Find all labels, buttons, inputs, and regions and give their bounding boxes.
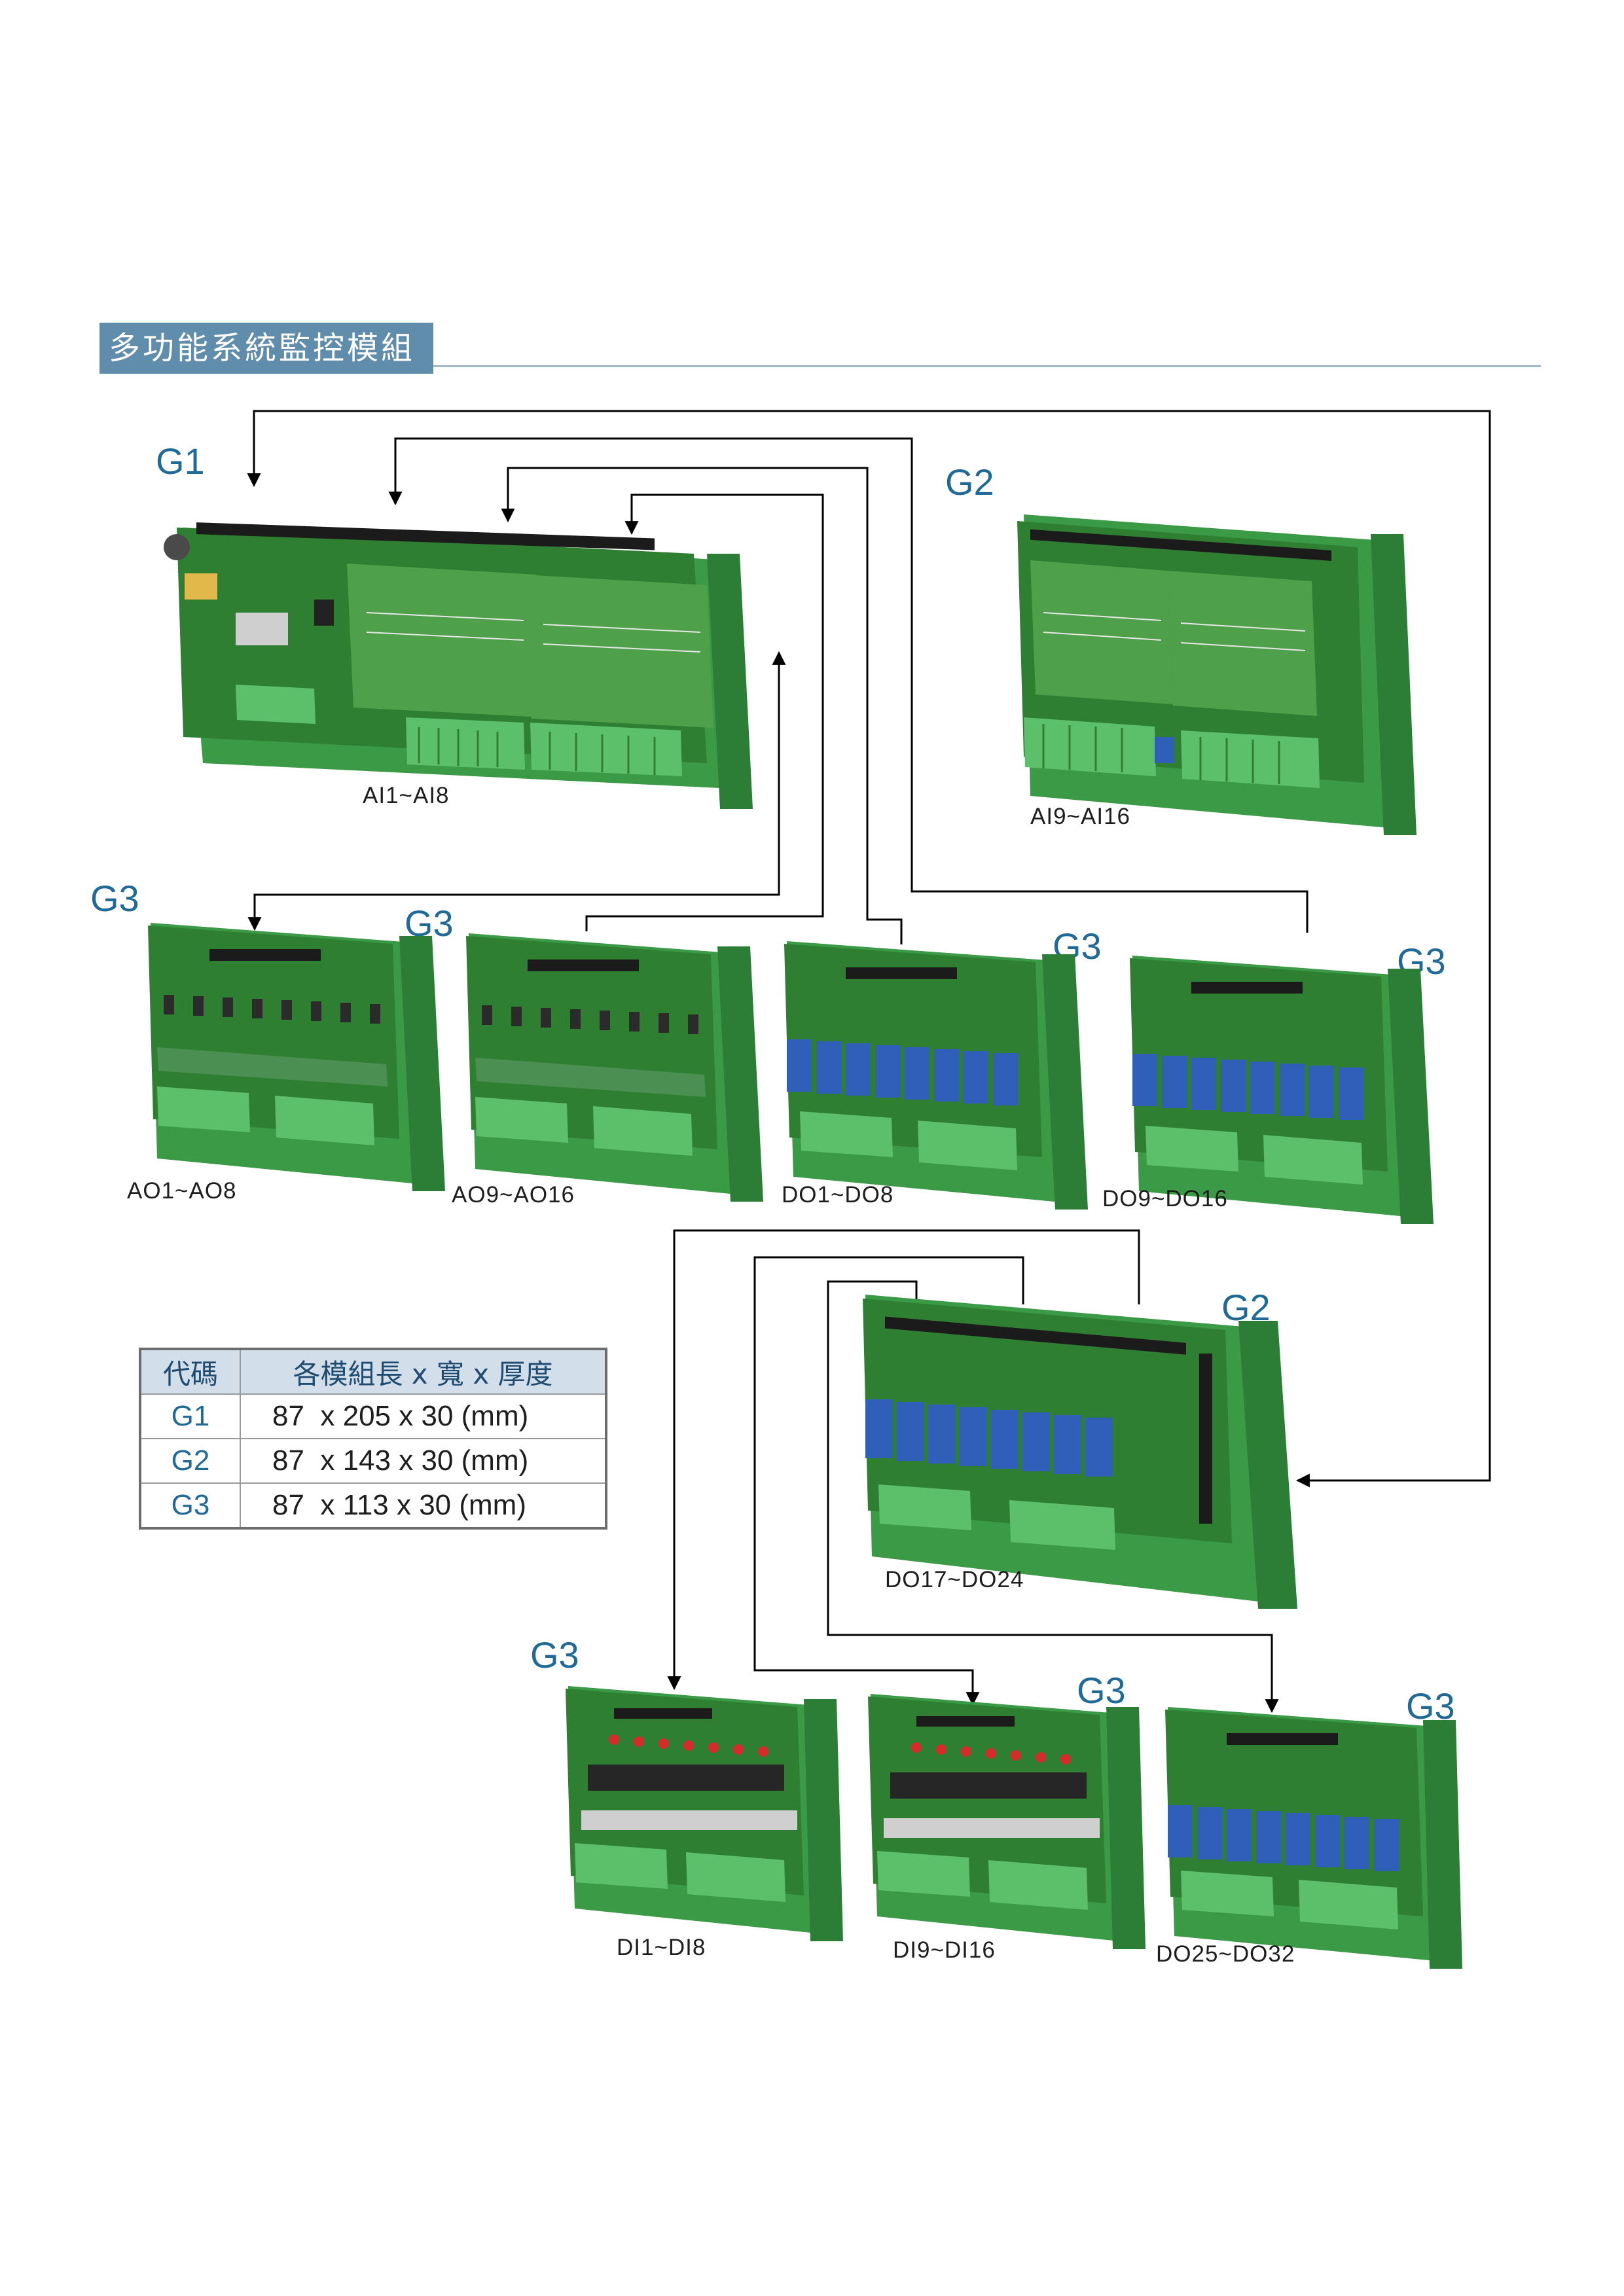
column-header-code: 代碼 xyxy=(139,1348,241,1395)
module-label-do17: DO17~DO24 xyxy=(885,1567,1024,1592)
module-do25-do32 xyxy=(1161,1700,1462,1975)
module-di9-di16 xyxy=(864,1687,1146,1956)
group-label-g2-top: G2 xyxy=(945,461,994,503)
wire-g1-to-do1 xyxy=(501,467,903,944)
module-do1-do8 xyxy=(780,935,1088,1216)
cell-code: G2 xyxy=(139,1438,241,1484)
cell-dimensions: 87 x 113 x 30 (mm) xyxy=(240,1482,607,1529)
group-label-g3-di9: G3 xyxy=(1077,1670,1126,1711)
module-label-do9: DO9~DO16 xyxy=(1102,1186,1228,1211)
module-label-ai1: AI1~AI8 xyxy=(363,783,450,808)
table-row: G1 87 x 205 x 30 (mm) xyxy=(139,1393,607,1439)
module-do9-do16 xyxy=(1126,949,1434,1230)
module-ao9-ao16 xyxy=(462,927,763,1208)
module-label-di9: DI9~DI16 xyxy=(893,1937,996,1963)
cell-code: G1 xyxy=(139,1393,241,1439)
column-header-dimensions: 各模組長 x 寬 x 厚度 xyxy=(240,1348,607,1395)
module-label-do25: DO25~DO32 xyxy=(1156,1941,1295,1967)
wire-g1-to-ao1 xyxy=(247,658,780,931)
module-ai1-ai8 xyxy=(157,501,759,835)
wire-do17-to-do25 xyxy=(827,1280,1279,1713)
group-label-g3-do25: G3 xyxy=(1406,1685,1455,1727)
module-label-ao1: AO1~AO8 xyxy=(127,1178,237,1204)
module-label-ai9: AI9~AI16 xyxy=(1030,804,1130,829)
section-title: 多功能系統監控模組 xyxy=(99,323,433,374)
section-divider xyxy=(433,365,1541,367)
module-ai9-ai16 xyxy=(1004,508,1423,848)
cell-dimensions: 87 x 143 x 30 (mm) xyxy=(240,1438,607,1484)
module-ao1-ao8 xyxy=(144,916,445,1198)
table-row: G2 87 x 143 x 30 (mm) xyxy=(139,1438,607,1484)
table-row: G3 87 x 113 x 30 (mm) xyxy=(139,1482,607,1529)
module-di1-di8 xyxy=(562,1679,843,1948)
wire-g1-to-ao9 xyxy=(585,493,824,931)
table-header-row: 代碼 各模組長 x 寬 x 厚度 xyxy=(139,1348,607,1395)
wire-g1-to-do9 xyxy=(388,437,1308,933)
wire-g1-to-do17 xyxy=(253,410,1491,1488)
module-label-ao9: AO9~AO16 xyxy=(452,1182,575,1208)
wire-do17-to-di1 xyxy=(667,1229,1140,1691)
wire-do17-to-di9 xyxy=(753,1256,1024,1706)
cell-code: G3 xyxy=(139,1482,241,1529)
module-label-di1: DI1~DI8 xyxy=(617,1935,706,1960)
group-label-g1: G1 xyxy=(156,440,205,482)
group-label-g3-ao1: G3 xyxy=(90,878,139,919)
module-do17-do24 xyxy=(859,1288,1304,1615)
group-label-g3-di1: G3 xyxy=(530,1634,579,1676)
module-label-do1: DO1~DO8 xyxy=(782,1182,894,1208)
module-size-table: 代碼 各模組長 x 寬 x 厚度 G1 87 x 205 x 30 (mm) G… xyxy=(139,1348,607,1530)
cell-dimensions: 87 x 205 x 30 (mm) xyxy=(240,1393,607,1439)
